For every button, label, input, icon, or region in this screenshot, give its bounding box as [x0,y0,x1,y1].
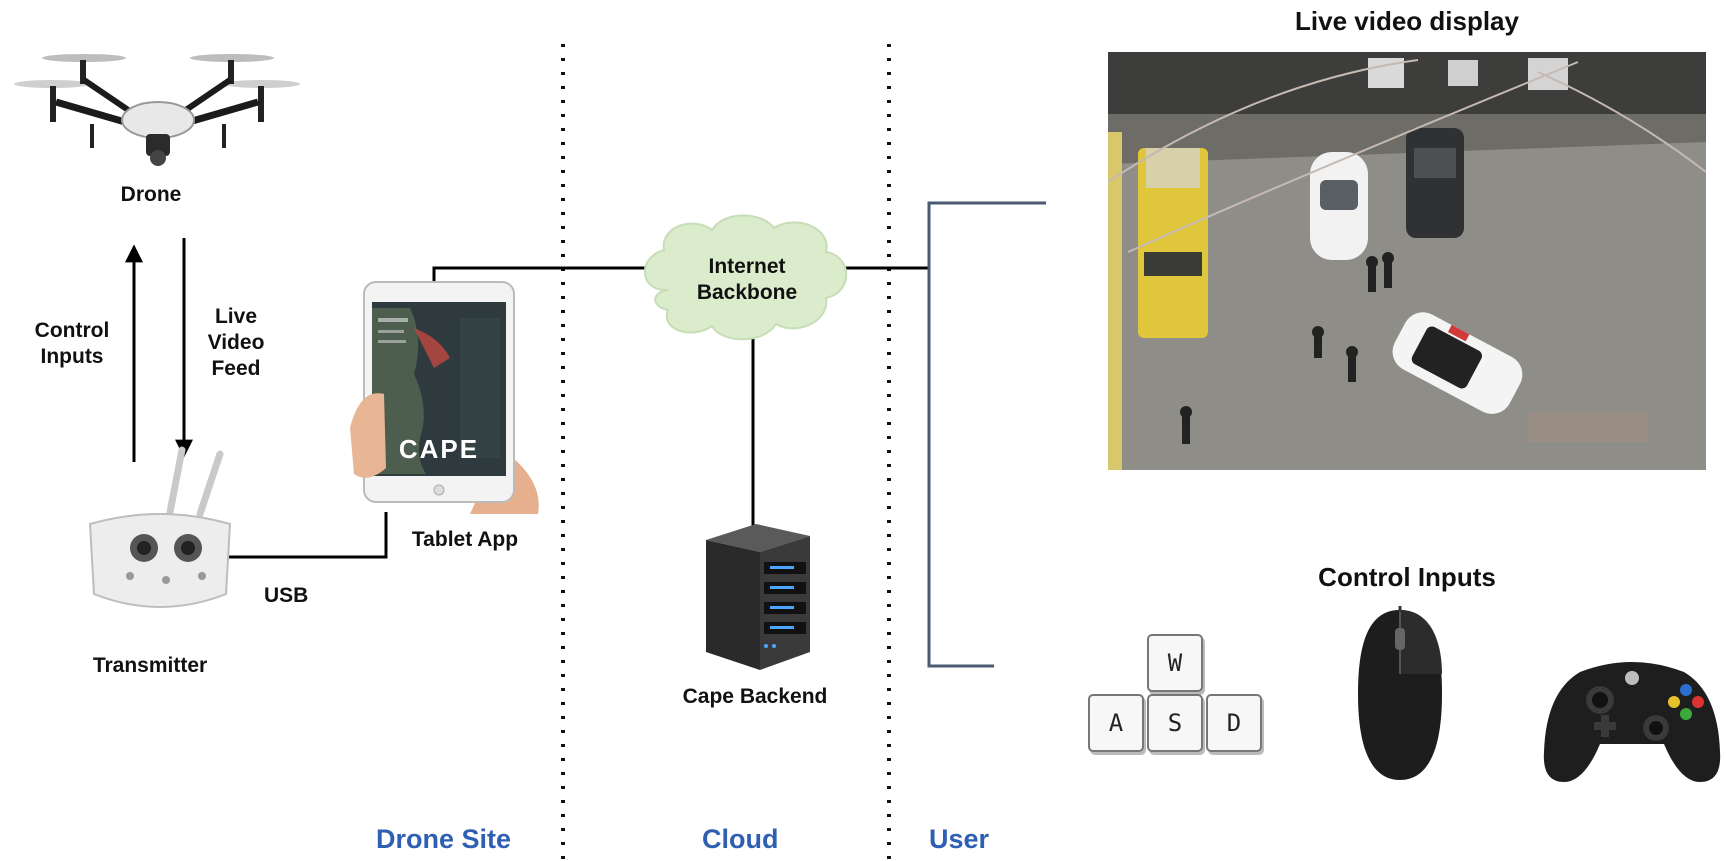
cape-backend-label: Cape Backend [682,685,828,708]
key-s: S [1147,694,1203,752]
usb-cable [212,512,388,559]
internet-cloud-icon [644,214,848,341]
tablet-app-label: Tablet App [411,528,519,551]
transmitter-label: Transmitter [92,654,208,677]
control-inputs-label: Control Inputs [34,319,110,368]
usb-label: USB [264,584,309,607]
user-bracket [927,201,1046,668]
key-a: A [1088,694,1144,752]
gamepad-icon [1540,632,1724,790]
tablet-brand-text: CAPE [398,434,480,464]
control-inputs-title: Control Inputs [1318,562,1496,592]
mouse-icon [1352,604,1448,784]
key-d: D [1206,694,1262,752]
transmitter-icon [70,444,248,624]
zone-user: User [929,824,990,854]
live-video-title: Live video display [1295,6,1519,36]
zone-cloud: Cloud [702,824,779,854]
zone-drone-site: Drone Site [376,824,512,854]
drone-icon [12,44,300,174]
drone-label: Drone [120,183,182,206]
tablet-icon: CAPE [350,278,544,518]
internet-backbone-label: Internet Backbone [696,255,798,304]
key-w: W [1147,634,1203,692]
live-video-feed-label: Live Video Feed [207,305,265,380]
server-icon [686,522,824,674]
wasd-keys: W A S D [1086,634,1266,758]
live-video-display [1108,52,1706,470]
